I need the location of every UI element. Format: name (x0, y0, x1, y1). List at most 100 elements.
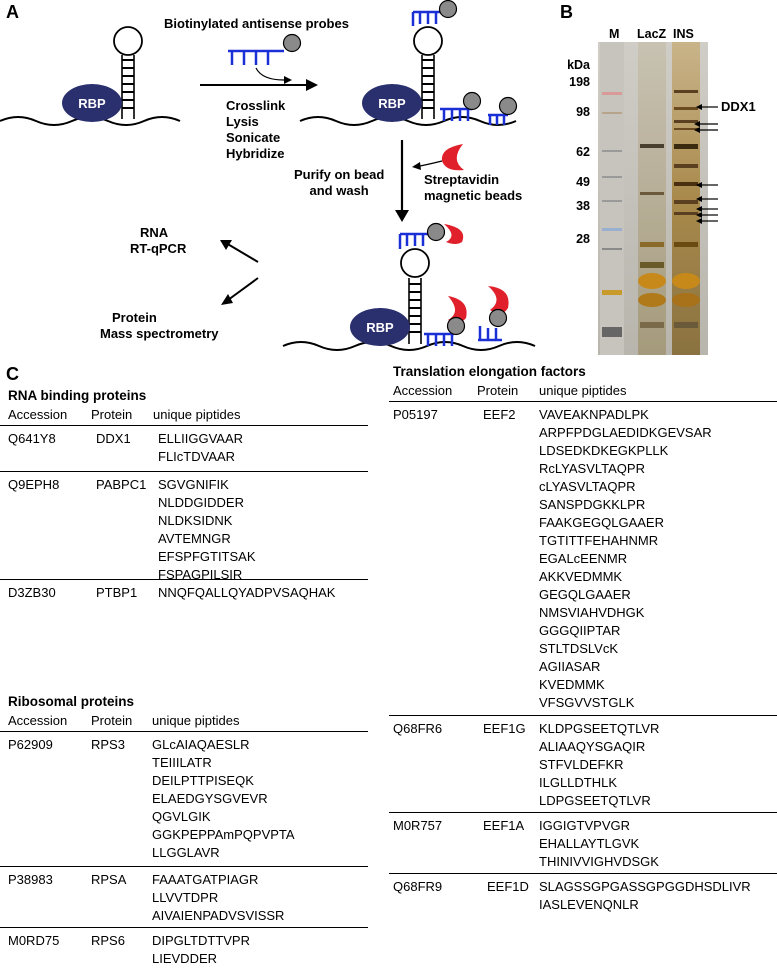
divider (389, 812, 777, 813)
peptide-entry: NLDDGIDDER (158, 495, 244, 510)
peptide-entry: VAVEAKNPADLPK (539, 407, 649, 422)
divider (0, 731, 368, 732)
peptide-entry: NLDKSIDNK (158, 513, 233, 528)
peptide-entry: FLIcTDVAAR (158, 449, 236, 464)
peptide-entry: RcLYASVLTAQPR (539, 461, 645, 476)
table-row: P05197 EEF2 VAVEAKNPADLPK ARPFPDGLAEDIDK… (393, 407, 712, 710)
lane-label-lacz: LacZ (637, 27, 667, 41)
peptide-entry: AVTEMNGR (158, 531, 231, 546)
table-header: Accession Protein unique piptides (8, 713, 240, 728)
hairpin-right (411, 0, 458, 119)
table-header: Accession Protein unique piptides (8, 407, 241, 422)
peptide-entry: IGGIGTVPVGR (539, 818, 631, 833)
band-label-ddx1: DDX1 (721, 99, 756, 114)
table-translation: Translation elongation factors Accession… (389, 364, 777, 916)
peptide-entry: NNQFQALLQYADPVSAQHAK (158, 585, 336, 600)
hairpin-bottom (398, 222, 464, 344)
hairpin-left (113, 26, 143, 119)
peptide-entry: IASLEVENQNLR (539, 897, 639, 912)
table-row: Q641Y8 DDX1 ELLIIGGVAAR FLIcTDVAAR (8, 431, 244, 464)
peptide-entry: KVEDMMK (539, 677, 605, 692)
peptide-entry: SLAGSSGPGASSGPGGDHSDLIVR (539, 879, 751, 894)
table-row: M0RD75 RPS6 DIPGLTDTTVPR LIEVDDER (8, 933, 250, 966)
steps-list: Crosslink Lysis Sonicate Hybridize (226, 98, 285, 162)
probe-label: Biotinylated antisense probes (164, 16, 349, 31)
table-ribosomal: Ribosomal proteins Accession Protein uni… (0, 694, 368, 970)
divider (389, 401, 777, 402)
table-row: D3ZB30 PTBP1 NNQFQALLQYADPVSAQHAK (8, 585, 336, 600)
peptide-entry: EGALcEENMR (539, 551, 628, 566)
divider (389, 873, 777, 874)
gel-image (598, 42, 708, 355)
rbp-label-right: RBP (378, 96, 406, 111)
peptide-entry: TEIIILATR (152, 755, 212, 770)
divider (0, 425, 368, 426)
peptide-entry: THINIVVIGHVDSGK (539, 854, 659, 869)
table-header: Accession Protein unique piptides (393, 383, 627, 398)
marker-28: 28 (576, 232, 590, 246)
rbp-bottom (350, 308, 410, 346)
divider (0, 927, 368, 928)
table-row: Q68FR9 EEF1D SLAGSSGPGASSGPGGDHSDLIVR IA… (393, 879, 751, 912)
peptide-entry: EHALLAYTLGVK (539, 836, 640, 851)
peptide-entry: TGTITTFEHAHNMR (539, 533, 659, 548)
divider (0, 866, 368, 867)
peptide-entry: NMSVIAHVDHGK (539, 605, 645, 620)
probes-bound-right (440, 91, 518, 125)
peptide-entry: ARPFPDGLAEDIDKGEVSAR (539, 425, 712, 440)
peptide-entry: GEGQLGAAER (539, 587, 631, 602)
rbp-label-bottom: RBP (366, 320, 394, 335)
peptide-entry: ELAEDGYSGVEVR (152, 791, 268, 806)
table-rna-binding: RNA binding proteins Accession Protein u… (0, 388, 368, 606)
rna-strand-bottom (282, 341, 536, 351)
peptide-entry: DIPGLTDTTVPR (152, 933, 250, 948)
peptide-entry: VFSGVVSTGLK (539, 695, 635, 710)
step-sonicate: Sonicate (226, 130, 281, 145)
streptavidin-bead-icon (441, 144, 464, 171)
peptide-entry: SANSPDGKKLPR (539, 497, 646, 512)
table-row: M0R757 EEF1A IGGIGTVPVGR EHALLAYTLGVK TH… (393, 818, 659, 869)
step-crosslink: Crosslink (226, 98, 286, 113)
peptide-entry: GLcAIAQAESLR (152, 737, 250, 752)
lane-label-ins: INS (673, 27, 694, 41)
peptide-entry: ILGLLDTHLK (539, 775, 618, 790)
table-title: RNA binding proteins (8, 388, 147, 403)
panel-c-letter: C (6, 364, 19, 384)
peptide-entry: FAAKGEGQLGAAER (539, 515, 664, 530)
streptavidin-label: Streptavidin magnetic beads (424, 172, 523, 203)
gel-arrows (694, 104, 718, 224)
table-row: P38983 RPSA FAAATGATPIAGR LLVVTDPR AIVAI… (8, 872, 285, 923)
peptide-entry: AGIIASAR (539, 659, 601, 674)
kda-title: kDa (567, 58, 590, 72)
step-lysis: Lysis (226, 114, 259, 129)
marker-49: 49 (576, 175, 590, 189)
peptide-entry: cLYASVLTAQPR (539, 479, 636, 494)
peptide-entry: SGVGNIFIK (158, 477, 229, 492)
peptide-entry: AKKVEDMMK (539, 569, 623, 584)
peptide-entry: LLVVTDPR (152, 890, 219, 905)
step-hybridize: Hybridize (226, 146, 285, 161)
purify-label: Purify on bead and wash (294, 167, 385, 198)
peptide-entry: GGKPEPPAmPQPVPTA (152, 827, 295, 842)
panel-a-letter: A (6, 2, 19, 22)
table-row: P62909 RPS3 GLcAIAQAESLR TEIIILATR DEILP… (8, 737, 295, 860)
peptide-entry: QGVLGIK (152, 809, 211, 824)
peptide-entry: STFVLDEFKR (539, 757, 624, 772)
table-row: Q68FR6 EEF1G KLDPGSEETQTLVR ALIAAQYSGAQI… (393, 721, 660, 808)
probes-bound-bottom (424, 286, 509, 346)
peptide-entry: DEILPTTPISEQK (152, 773, 254, 788)
rna-output-label: RNA RT-qPCR (130, 225, 187, 256)
table-title: Ribosomal proteins (8, 694, 135, 709)
marker-62: 62 (576, 145, 590, 159)
marker-98: 98 (576, 105, 590, 119)
divider (0, 579, 368, 580)
panel-b-letter: B (560, 2, 573, 22)
rbp-label-left: RBP (78, 96, 106, 111)
table-title: Translation elongation factors (393, 364, 586, 379)
panel-a-schematic: RBP RBP RBP (0, 0, 536, 351)
peptide-entry: LIEVDDER (152, 951, 218, 966)
protein-output-label: Protein Mass spectrometry (100, 310, 219, 341)
peptide-entry: FSPAGPILSIR (158, 567, 243, 582)
rbp-left (62, 84, 122, 122)
peptide-entry: KLDPGSEETQTLVR (539, 721, 660, 736)
